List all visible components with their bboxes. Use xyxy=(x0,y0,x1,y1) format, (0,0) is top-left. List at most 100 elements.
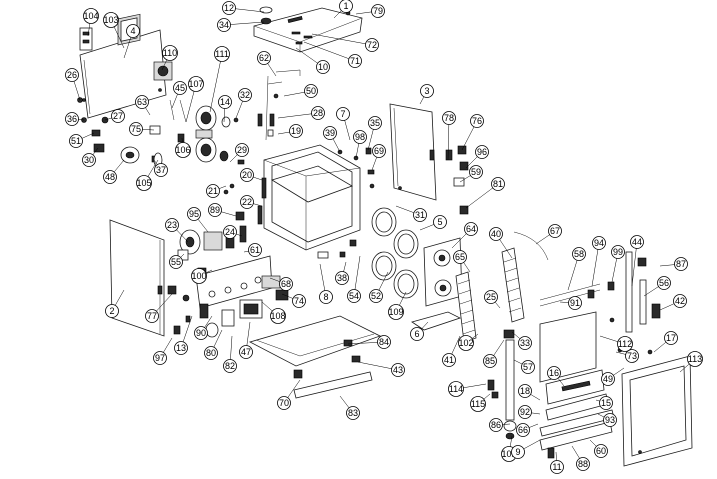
parts-artwork xyxy=(77,6,693,467)
callout-bubble xyxy=(511,445,525,459)
part-callout-p110: 110 xyxy=(162,45,178,61)
part-callout-p94: 94 xyxy=(592,236,606,250)
part-callout-p29: 29 xyxy=(235,143,249,157)
callout-bubble xyxy=(191,268,207,284)
callout-bubble xyxy=(601,372,615,386)
part-number-label: 36 xyxy=(67,114,77,124)
part-callout-p49: 49 xyxy=(601,372,615,386)
part-callout-p93: 93 xyxy=(603,413,617,427)
part-number-label: 40 xyxy=(491,229,501,239)
callout-bubble xyxy=(126,24,140,38)
rear-bracket xyxy=(79,27,93,51)
part-number-label: 54 xyxy=(349,291,359,301)
leader-line-p44 xyxy=(631,241,638,287)
part-number-label: 102 xyxy=(458,338,473,348)
part-callout-p16: 16 xyxy=(547,366,561,380)
part-callout-p13: 13 xyxy=(174,341,188,355)
callout-bubble xyxy=(187,207,201,221)
part-number-label: 63 xyxy=(137,97,147,107)
part-number-label: 104 xyxy=(83,11,98,21)
part-callout-p3: 3 xyxy=(420,84,434,98)
part-callout-p32: 32 xyxy=(238,88,252,102)
part-number-label: 13 xyxy=(176,343,186,353)
part-number-label: 107 xyxy=(188,79,203,89)
callout-bubble xyxy=(469,165,483,179)
part-number-label: 94 xyxy=(594,238,604,248)
callout-bubble xyxy=(617,336,633,352)
callout-bubble xyxy=(377,335,391,349)
part-callout-p114: 114 xyxy=(448,381,464,397)
part-callout-p113: 113 xyxy=(687,351,703,367)
callout-bubble xyxy=(674,257,688,271)
part-callout-p90: 90 xyxy=(194,326,208,340)
rack-rails xyxy=(455,231,549,343)
part-number-label: 105 xyxy=(136,178,151,188)
part-number-label: 109 xyxy=(388,307,403,317)
callout-bubble xyxy=(346,406,360,420)
callout-bubble xyxy=(304,84,318,98)
callout-bubble xyxy=(319,290,333,304)
part-number-label: 16 xyxy=(549,368,559,378)
part-number-label: 28 xyxy=(313,108,323,118)
inner-door-glass xyxy=(539,281,653,383)
part-callout-p82: 82 xyxy=(223,359,237,373)
part-number-label: 93 xyxy=(605,415,615,425)
callout-bubble xyxy=(369,289,383,303)
part-callout-p88: 88 xyxy=(576,457,590,471)
part-callout-p24: 24 xyxy=(223,225,237,239)
part-callout-p56: 56 xyxy=(657,276,671,290)
part-number-label: 45 xyxy=(175,83,185,93)
door-control-strip xyxy=(539,369,615,459)
part-callout-p89: 89 xyxy=(208,203,222,217)
callout-bubble xyxy=(518,405,532,419)
part-number-label: 26 xyxy=(67,70,77,80)
part-callout-p108: 108 xyxy=(270,308,286,324)
part-number-label: 61 xyxy=(250,245,260,255)
callout-bubble xyxy=(611,245,625,259)
drip-tray xyxy=(411,311,462,331)
callout-bubble xyxy=(169,255,183,269)
callout-bubble xyxy=(204,346,218,360)
callout-bubble xyxy=(323,126,337,140)
callout-bubble xyxy=(371,4,385,18)
part-callout-p21: 21 xyxy=(206,184,220,198)
part-callout-p30: 30 xyxy=(82,153,96,167)
part-number-label: 82 xyxy=(225,361,235,371)
part-number-label: 29 xyxy=(237,145,247,155)
part-callout-p11: 11 xyxy=(550,460,564,474)
part-callout-p2: 2 xyxy=(105,304,119,318)
part-callout-p26: 26 xyxy=(65,68,79,82)
part-number-label: 17 xyxy=(666,333,676,343)
callout-bubble xyxy=(129,122,143,136)
callout-bubble xyxy=(475,145,489,159)
part-callout-p80: 80 xyxy=(204,346,218,360)
part-callout-p97: 97 xyxy=(153,351,167,365)
part-callout-p6: 6 xyxy=(410,327,424,341)
right-side-panel xyxy=(389,103,437,201)
part-number-label: 39 xyxy=(325,128,335,138)
callout-bubble xyxy=(153,351,167,365)
motor-block xyxy=(153,61,173,81)
callout-bubble xyxy=(365,38,379,52)
part-number-label: 41 xyxy=(444,355,454,365)
part-number-label: 14 xyxy=(220,97,230,107)
part-callout-p95: 95 xyxy=(187,207,201,221)
part-number-label: 103 xyxy=(103,15,118,25)
callout-bubble xyxy=(222,1,236,15)
callout-bubble xyxy=(105,304,119,318)
part-number-label: 35 xyxy=(370,118,380,128)
part-callout-p28: 28 xyxy=(311,106,325,120)
callout-bubble xyxy=(687,351,703,367)
callout-bubble xyxy=(458,335,474,351)
part-number-label: 101 xyxy=(501,449,516,459)
callout-bubble xyxy=(348,54,362,68)
part-number-label: 108 xyxy=(270,311,285,321)
callout-bubble xyxy=(311,106,325,120)
part-callout-p60: 60 xyxy=(594,444,608,458)
callout-bubble xyxy=(277,396,291,410)
part-number-label: 77 xyxy=(147,311,157,321)
part-callout-p100: 100 xyxy=(191,268,207,284)
base-plate xyxy=(248,315,382,399)
part-callout-p36: 36 xyxy=(65,112,79,126)
